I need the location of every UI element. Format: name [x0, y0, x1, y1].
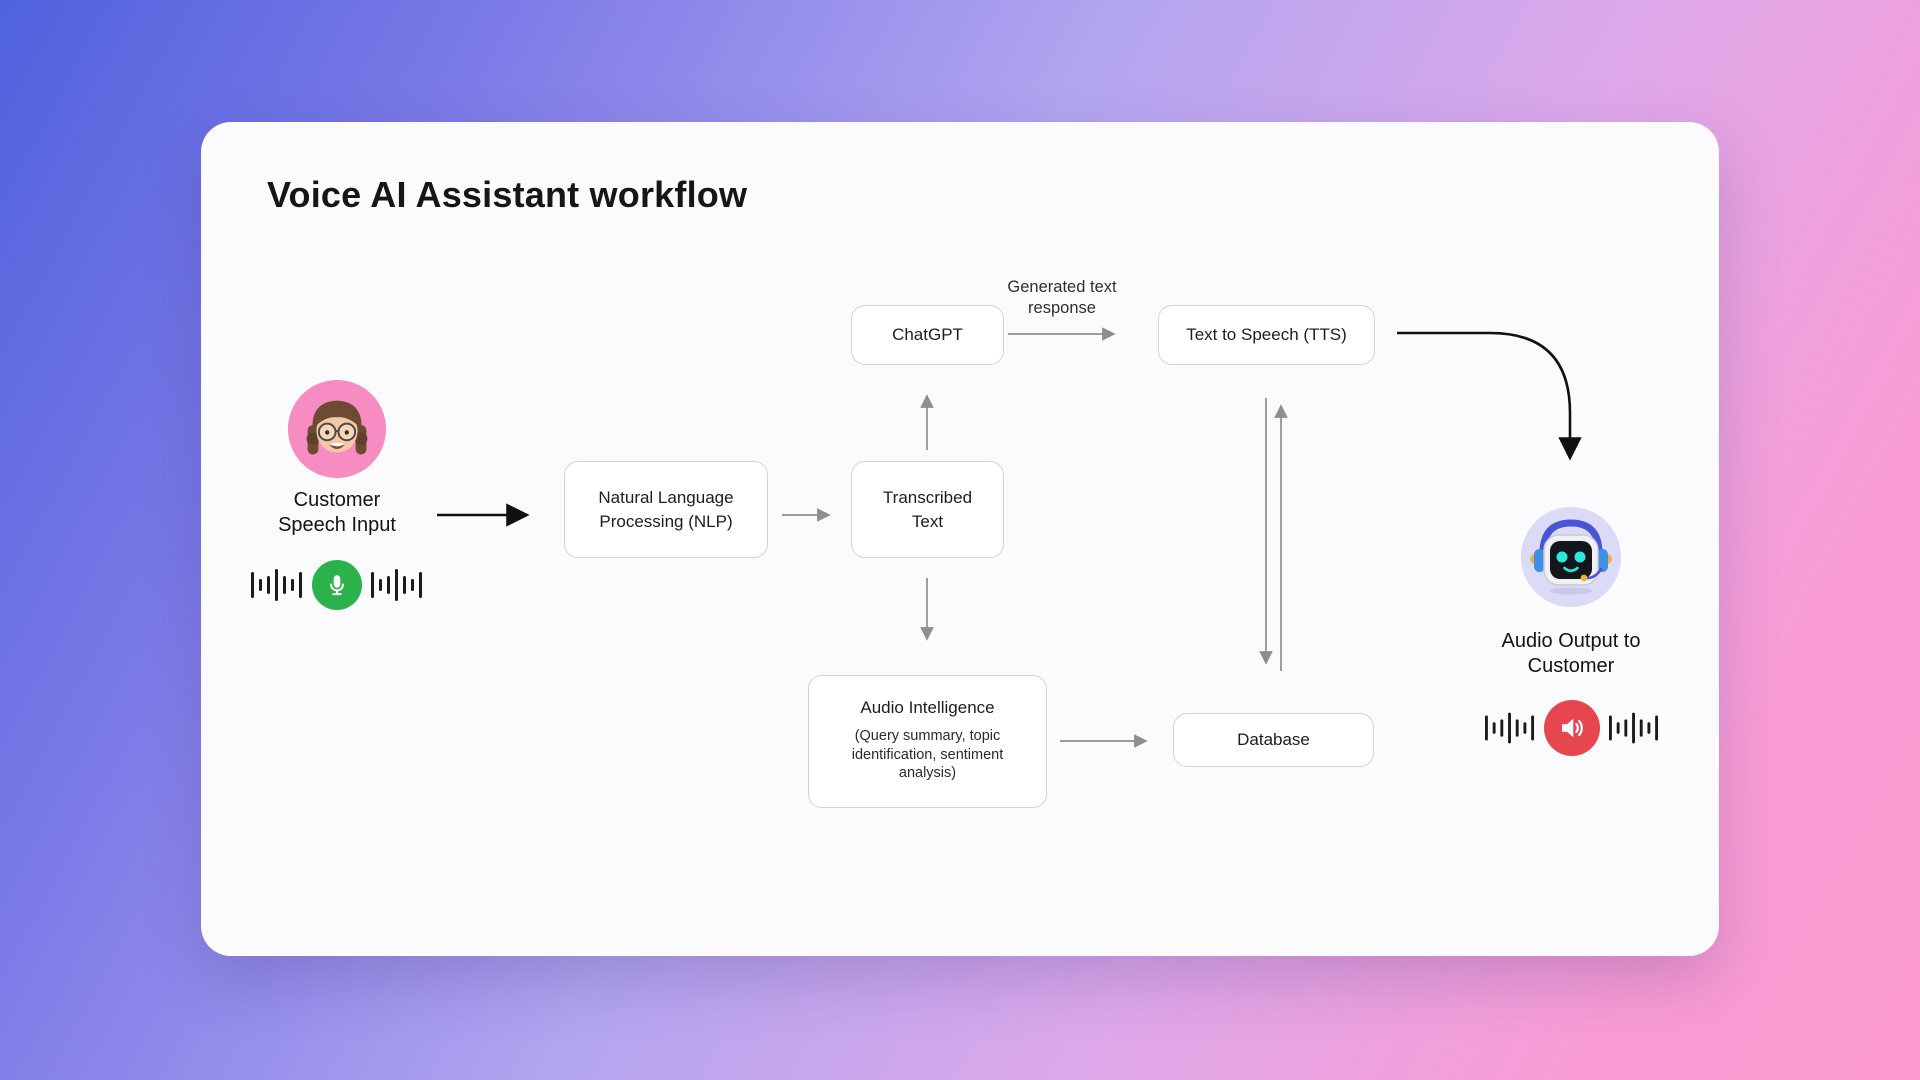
page-title: Voice AI Assistant workflow [267, 174, 748, 215]
audio-output-label: Audio Output to Customer [1501, 630, 1641, 677]
node-database: Database [1173, 713, 1374, 767]
node-audio-intelligence: Audio Intelligence (Query summary, topic… [808, 675, 1047, 808]
node-database-label: Database [1237, 730, 1310, 749]
node-text-to-speech: Text to Speech (TTS) [1158, 305, 1375, 365]
speaker-button [1544, 700, 1600, 756]
customer-speech-input-label: Customer Speech Input [278, 489, 396, 536]
node-transcribed-text-label: Transcribed Text [882, 487, 973, 531]
node-nlp: Natural Language Processing (NLP) [564, 461, 768, 558]
waveform-icon [1609, 712, 1659, 744]
waveform-icon [251, 569, 302, 601]
robot-assistant-avatar-icon [1521, 507, 1621, 607]
audio-output-row [1484, 699, 1660, 757]
customer-avatar [288, 380, 386, 478]
generated-text-response-label: Generated text response [1007, 278, 1117, 317]
speech-input-audio-row [246, 556, 428, 614]
waveform-icon [371, 569, 422, 601]
node-chatgpt-label: ChatGPT [892, 325, 963, 344]
node-chatgpt: ChatGPT [851, 305, 1004, 365]
mic-icon [330, 575, 344, 596]
mic-button [312, 560, 362, 610]
robot-avatar [1521, 507, 1621, 607]
node-text-to-speech-label: Text to Speech (TTS) [1186, 325, 1347, 344]
girl-memoji-avatar-icon [288, 380, 386, 478]
audio-intelligence-title: Audio Intelligence [860, 698, 995, 717]
node-nlp-label: Natural Language Processing (NLP) [598, 487, 734, 531]
speaker-icon [1562, 718, 1583, 738]
node-transcribed-text: Transcribed Text [851, 461, 1004, 558]
audio-intelligence-subtitle: (Query summary, topic identification, se… [851, 728, 1004, 781]
waveform-icon [1485, 712, 1535, 744]
